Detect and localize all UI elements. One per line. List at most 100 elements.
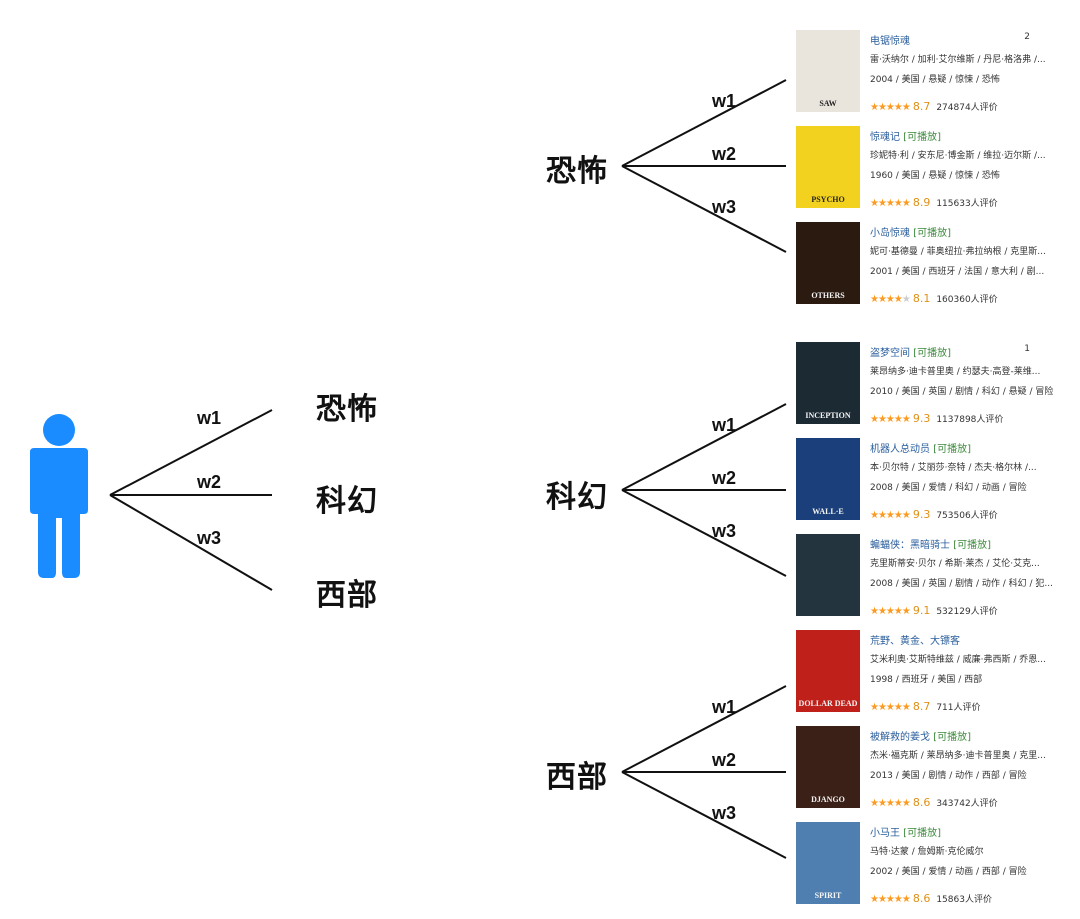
group-horror-branch-line-w3 (621, 165, 787, 253)
movie-info: 2010 / 美国 / 英国 / 剧情 / 科幻 / 悬疑 / 冒险 (870, 387, 1054, 397)
movie-card[interactable]: 蝙蝠侠：黑暗骑士 [可播放]克里斯蒂安·贝尔 / 希斯·莱杰 / 艾伦·艾克..… (796, 534, 1054, 620)
star-rating-icon: ★★★★★ (870, 894, 911, 905)
star-rating-icon: ★★★★★ (870, 702, 911, 713)
movie-poster[interactable]: INCEPTION (796, 342, 860, 424)
movie-card[interactable]: SAW 电锯惊魂 2 雷·沃纳尔 / 加利·艾尔维斯 / 丹尼·格洛弗 /... 200… (796, 30, 1046, 116)
movie-rank: 2 (1024, 32, 1030, 42)
movie-votes: 1137898人评价 (936, 415, 1004, 425)
movie-score: 8.9 (912, 196, 931, 209)
movie-title[interactable]: 电锯惊魂 (870, 36, 910, 47)
movie-info: 2004 / 美国 / 悬疑 / 惊悚 / 恐怖 (870, 75, 1000, 85)
group-scifi-branch-line-w1 (621, 403, 787, 491)
group-scifi-branch-label-w3: w3 (712, 521, 737, 542)
star-rating-icon: ★★★★★ (870, 414, 911, 425)
movie-rating: ★★★★★8.7 711人评价 (870, 700, 981, 713)
star-rating-icon: ★★★★★ (870, 798, 911, 809)
movie-card[interactable]: PSYCHO 惊魂记 [可播放] 珍妮特·利 / 安东尼·博金斯 / 维拉·迈尔斯 … (796, 126, 1046, 212)
group-genre-scifi: 科幻 (546, 480, 608, 515)
group-scifi-branch-label-w2: w2 (712, 468, 737, 488)
user-branch-line-w3 (109, 494, 273, 591)
movie-score: 8.6 (912, 796, 931, 809)
movie-info: 1998 / 西班牙 / 美国 / 西部 (870, 675, 983, 685)
group-horror-branch-label-w2: w2 (712, 144, 737, 164)
movie-score: 9.1 (912, 604, 931, 617)
poster-caption: DJANGO (811, 795, 845, 804)
poster-caption: DOLLAR DEAD (798, 699, 858, 708)
movie-cast: 雷·沃纳尔 / 加利·艾尔维斯 / 丹尼·格洛弗 /... (870, 55, 1046, 65)
poster-caption: WALL·E (812, 507, 844, 516)
group-scifi-branch-label-w1: w1 (712, 414, 737, 435)
playable-badge: [可播放] (900, 828, 941, 839)
movie-title[interactable]: 惊魂记 [可播放] (870, 132, 941, 143)
movie-votes: 15863人评价 (936, 895, 992, 905)
movie-rating: ★★★★★8.6 343742人评价 (870, 796, 998, 809)
movie-info: 1960 / 美国 / 悬疑 / 惊悚 / 恐怖 (870, 171, 1000, 181)
movie-poster[interactable]: SAW (796, 30, 860, 112)
movie-card[interactable]: SPIRIT 小马王 [可播放] 马特·达蒙 / 詹姆斯·克伦威尔 2002 / 美国… (796, 822, 1036, 908)
user-branch-label-w1: w1 (197, 408, 222, 428)
movie-info: 2013 / 美国 / 剧情 / 动作 / 西部 / 冒险 (870, 771, 1027, 781)
poster-caption: SAW (819, 99, 837, 108)
movie-rating: ★★★★★8.6 15863人评价 (870, 892, 992, 905)
movie-cast: 珍妮特·利 / 安东尼·博金斯 / 维拉·迈尔斯 /... (870, 151, 1046, 161)
group-western-branch-label-w3: w3 (712, 803, 737, 824)
movie-poster[interactable]: PSYCHO (796, 126, 860, 208)
movie-score: 8.7 (912, 700, 931, 713)
user-genre-scifi: 科幻 (316, 484, 378, 519)
movie-poster[interactable]: OTHERS (796, 222, 860, 304)
movie-poster[interactable]: DJANGO (796, 726, 860, 808)
movie-cast: 艾米利奥·艾斯特维兹 / 威廉·弗西斯 / 乔恩... (870, 655, 1046, 665)
movie-votes: 343742人评价 (936, 799, 998, 809)
movie-score: 8.7 (912, 100, 931, 113)
group-western-branch-line-w1 (621, 685, 787, 773)
movie-score: 8.6 (912, 892, 931, 905)
user-genre-western: 西部 (316, 578, 378, 613)
movie-card[interactable]: DOLLAR DEAD 荒野、黄金、大镖客艾米利奥·艾斯特维兹 / 威廉·弗西斯 … (796, 630, 1046, 716)
movie-cast: 马特·达蒙 / 詹姆斯·克伦威尔 (870, 847, 984, 857)
user-branch-label-w2: w2 (197, 472, 222, 492)
group-western-branch-label-w2: w2 (712, 750, 737, 770)
movie-votes: 711人评价 (936, 703, 981, 713)
movie-votes: 115633人评价 (936, 199, 998, 209)
movie-score: 9.3 (912, 508, 931, 521)
playable-badge: [可播放] (910, 228, 951, 239)
poster-caption: INCEPTION (805, 411, 851, 420)
movie-title[interactable]: 小岛惊魂 [可播放] (870, 228, 951, 239)
movie-votes: 753506人评价 (936, 511, 998, 521)
movie-poster[interactable]: SPIRIT (796, 822, 860, 904)
star-rating-icon: ★★★★★ (870, 102, 911, 113)
group-genre-horror: 恐怖 (546, 154, 608, 189)
movie-cast: 本·贝尔特 / 艾丽莎·奈特 / 杰夫·格尔林 /... (870, 463, 1037, 473)
movie-title[interactable]: 盗梦空间 [可播放] (870, 348, 951, 359)
movie-poster[interactable] (796, 534, 860, 616)
movie-card[interactable]: WALL·E 机器人总动员 [可播放] 本·贝尔特 / 艾丽莎·奈特 / 杰夫·格尔… (796, 438, 1037, 524)
movie-title[interactable]: 被解救的姜戈 [可播放] (870, 732, 971, 743)
poster-caption: OTHERS (811, 291, 845, 300)
movie-info: 2008 / 美国 / 英国 / 剧情 / 动作 / 科幻 / 犯... (870, 579, 1054, 589)
star-rating-icon: ★★★★★ (870, 198, 911, 209)
group-genre-western: 西部 (546, 760, 608, 795)
movie-title[interactable]: 蝙蝠侠：黑暗骑士 [可播放] (870, 540, 991, 551)
movie-info: 2008 / 美国 / 爱情 / 科幻 / 动画 / 冒险 (870, 483, 1027, 493)
movie-votes: 160360人评价 (936, 295, 998, 305)
movie-info: 2001 / 美国 / 西班牙 / 法国 / 意大利 / 剧... (870, 267, 1045, 277)
movie-title[interactable]: 机器人总动员 [可播放] (870, 444, 971, 455)
group-horror-branch-label-w1: w1 (712, 90, 737, 111)
movie-cast: 莱昂纳多·迪卡普里奥 / 约瑟夫·高登-莱维... (870, 367, 1041, 377)
movie-votes: 274874人评价 (936, 103, 998, 113)
star-rating-icon: ★★★★★ (870, 606, 911, 617)
poster-caption: PSYCHO (811, 195, 845, 204)
star-rating-icon: ★★★★★ (870, 510, 911, 521)
movie-title[interactable]: 小马王 [可播放] (870, 828, 941, 839)
movie-info: 2002 / 美国 / 爱情 / 动画 / 西部 / 冒险 (870, 867, 1027, 877)
movie-poster[interactable]: DOLLAR DEAD (796, 630, 860, 712)
group-horror-branch-label-w3: w3 (712, 197, 737, 218)
movie-title[interactable]: 荒野、黄金、大镖客 (870, 636, 960, 647)
movie-poster[interactable]: WALL·E (796, 438, 860, 520)
